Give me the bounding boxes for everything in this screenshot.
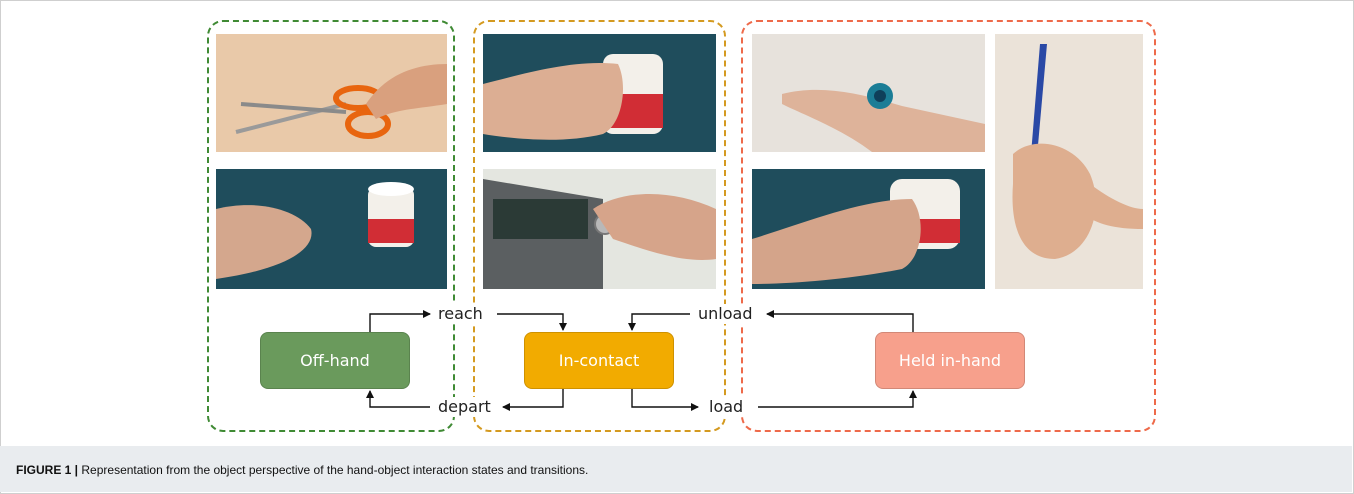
- caption-bar: [0, 446, 1352, 492]
- reach-label: reach: [434, 304, 487, 324]
- photo-hand-holding-pod: [752, 34, 985, 152]
- caption-label: FIGURE 1 |: [16, 463, 79, 477]
- in-contact-state: In-contact: [524, 332, 674, 389]
- photo-scissors-hand: [216, 34, 447, 152]
- photo-hand-holding-cup: [483, 34, 716, 152]
- photo-hand-near-cup: [216, 169, 447, 289]
- figure-caption: FIGURE 1 | Representation from the objec…: [16, 463, 588, 477]
- depart-label: depart: [434, 397, 495, 417]
- photo-hand-holding-pen: [995, 34, 1143, 289]
- photo-hand-gripping-cup: [752, 169, 985, 289]
- unload-label: unload: [694, 304, 757, 324]
- photo-hand-turning-knob: [483, 169, 716, 289]
- off-hand-group-box: [207, 20, 455, 432]
- held-in-hand-state: Held in-hand: [875, 332, 1025, 389]
- load-label: load: [705, 397, 748, 417]
- in-contact-group-box: [473, 20, 726, 432]
- off-hand-state: Off-hand: [260, 332, 410, 389]
- held-in-hand-group-box: [741, 20, 1156, 432]
- caption-text: Representation from the object perspecti…: [81, 463, 589, 477]
